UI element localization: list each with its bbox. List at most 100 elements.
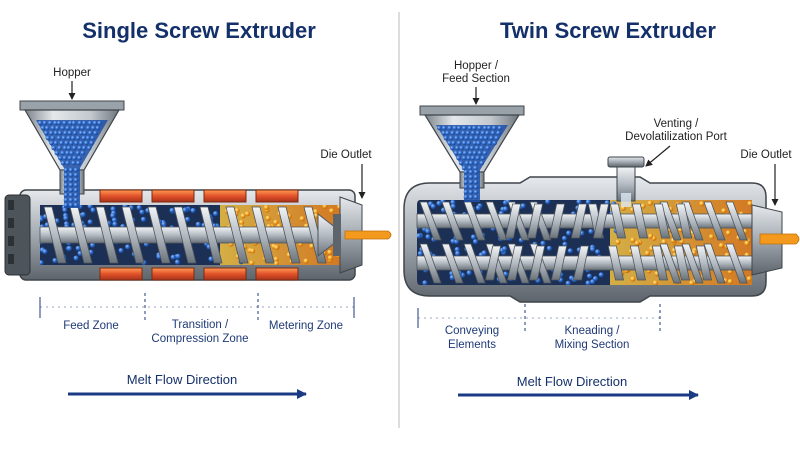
pellet: [425, 228, 431, 234]
kneading-disc: [675, 203, 693, 239]
pellet: [95, 125, 101, 131]
pellet: [87, 219, 93, 225]
pellet: [502, 206, 509, 212]
pellet: [422, 280, 428, 285]
pellet: [185, 216, 191, 222]
pellet: [447, 125, 453, 131]
screw-flight: [173, 206, 197, 264]
pellet: [63, 215, 69, 221]
pellet: [567, 248, 573, 254]
melt-droplet: [746, 276, 752, 282]
pellet: [77, 120, 83, 126]
melt-droplet: [648, 233, 654, 239]
pellet: [489, 135, 494, 141]
pellet: [585, 280, 591, 285]
screw-flight: [199, 206, 223, 264]
pellet: [466, 270, 472, 276]
pellet: [44, 125, 50, 131]
screw-flight: [121, 206, 145, 264]
pellet: [466, 155, 472, 161]
pellet: [465, 130, 471, 136]
pellet: [463, 179, 469, 185]
screw-flight: [659, 243, 682, 284]
single-flow-label: Melt Flow Direction: [127, 372, 238, 387]
pellet: [430, 203, 436, 209]
pellet: [464, 135, 469, 141]
kneading-disc: [506, 245, 524, 281]
pellet: [468, 194, 474, 200]
pellet: [49, 140, 54, 146]
melt-droplet: [708, 234, 715, 240]
pellet: [462, 125, 467, 131]
pellet: [73, 197, 79, 203]
pellet: [472, 125, 477, 131]
pellet: [64, 140, 69, 146]
pellet: [454, 135, 459, 141]
kneading-disc: [592, 203, 610, 239]
pellet: [472, 140, 478, 146]
pellet: [72, 155, 77, 161]
twin-kneading-label-2: Mixing Section: [555, 339, 630, 351]
pellet: [451, 140, 456, 146]
melt-droplet: [273, 219, 279, 225]
pellet: [110, 206, 116, 212]
pellet: [84, 140, 89, 146]
screw-flight: [251, 206, 275, 264]
pellet: [483, 135, 489, 141]
pellet: [92, 120, 98, 126]
melt-droplet: [274, 244, 280, 250]
single-metering-zone-label: Metering Zone: [269, 320, 343, 332]
pellet: [65, 125, 70, 131]
pellet: [454, 246, 460, 253]
pellet: [76, 160, 81, 166]
pellet: [175, 253, 181, 259]
pellet: [465, 145, 470, 151]
pellet: [458, 150, 463, 156]
single-hopper-label: Hopper: [53, 67, 91, 79]
pellet: [118, 247, 124, 254]
kneading-disc: [526, 203, 544, 239]
melt-droplet: [661, 239, 667, 245]
pellet: [473, 194, 479, 200]
screw-flight: [703, 201, 726, 241]
twin-flow-label: Melt Flow Direction: [517, 374, 628, 389]
pellet: [468, 179, 474, 185]
pellet: [470, 130, 476, 136]
pellet: [86, 145, 92, 151]
pellet: [481, 250, 487, 256]
pellet: [87, 205, 93, 209]
kneading-disc: [695, 245, 713, 281]
melt-droplet: [744, 240, 750, 246]
pellet: [469, 135, 474, 141]
screw-flight: [225, 206, 249, 264]
pellet: [86, 125, 91, 131]
pellet: [68, 120, 73, 126]
pellet: [87, 120, 93, 126]
pellet: [590, 246, 596, 252]
melt-droplet: [644, 250, 651, 256]
pellet: [40, 125, 46, 131]
pellet: [455, 250, 461, 256]
pellet: [497, 125, 503, 131]
pellet: [43, 130, 49, 136]
pellet: [57, 130, 63, 136]
pellet: [75, 135, 81, 141]
melt-droplet: [322, 205, 328, 209]
pellet: [73, 192, 79, 198]
pellet: [69, 140, 74, 146]
pellet: [161, 221, 167, 227]
pellet: [70, 125, 76, 131]
pellet: [50, 135, 56, 141]
twin-zone-dividers: [417, 304, 661, 332]
pellet: [441, 130, 447, 136]
pellet: [55, 125, 60, 131]
pellet: [472, 239, 479, 245]
pellet: [448, 135, 454, 141]
pellet: [63, 187, 69, 193]
melt-droplet: [727, 278, 733, 285]
pellet: [68, 182, 74, 188]
pellet: [458, 160, 464, 166]
pellet: [469, 145, 475, 151]
single-heater-bands: [99, 189, 299, 281]
twin-die-outlet-label: Die Outlet: [740, 149, 792, 161]
